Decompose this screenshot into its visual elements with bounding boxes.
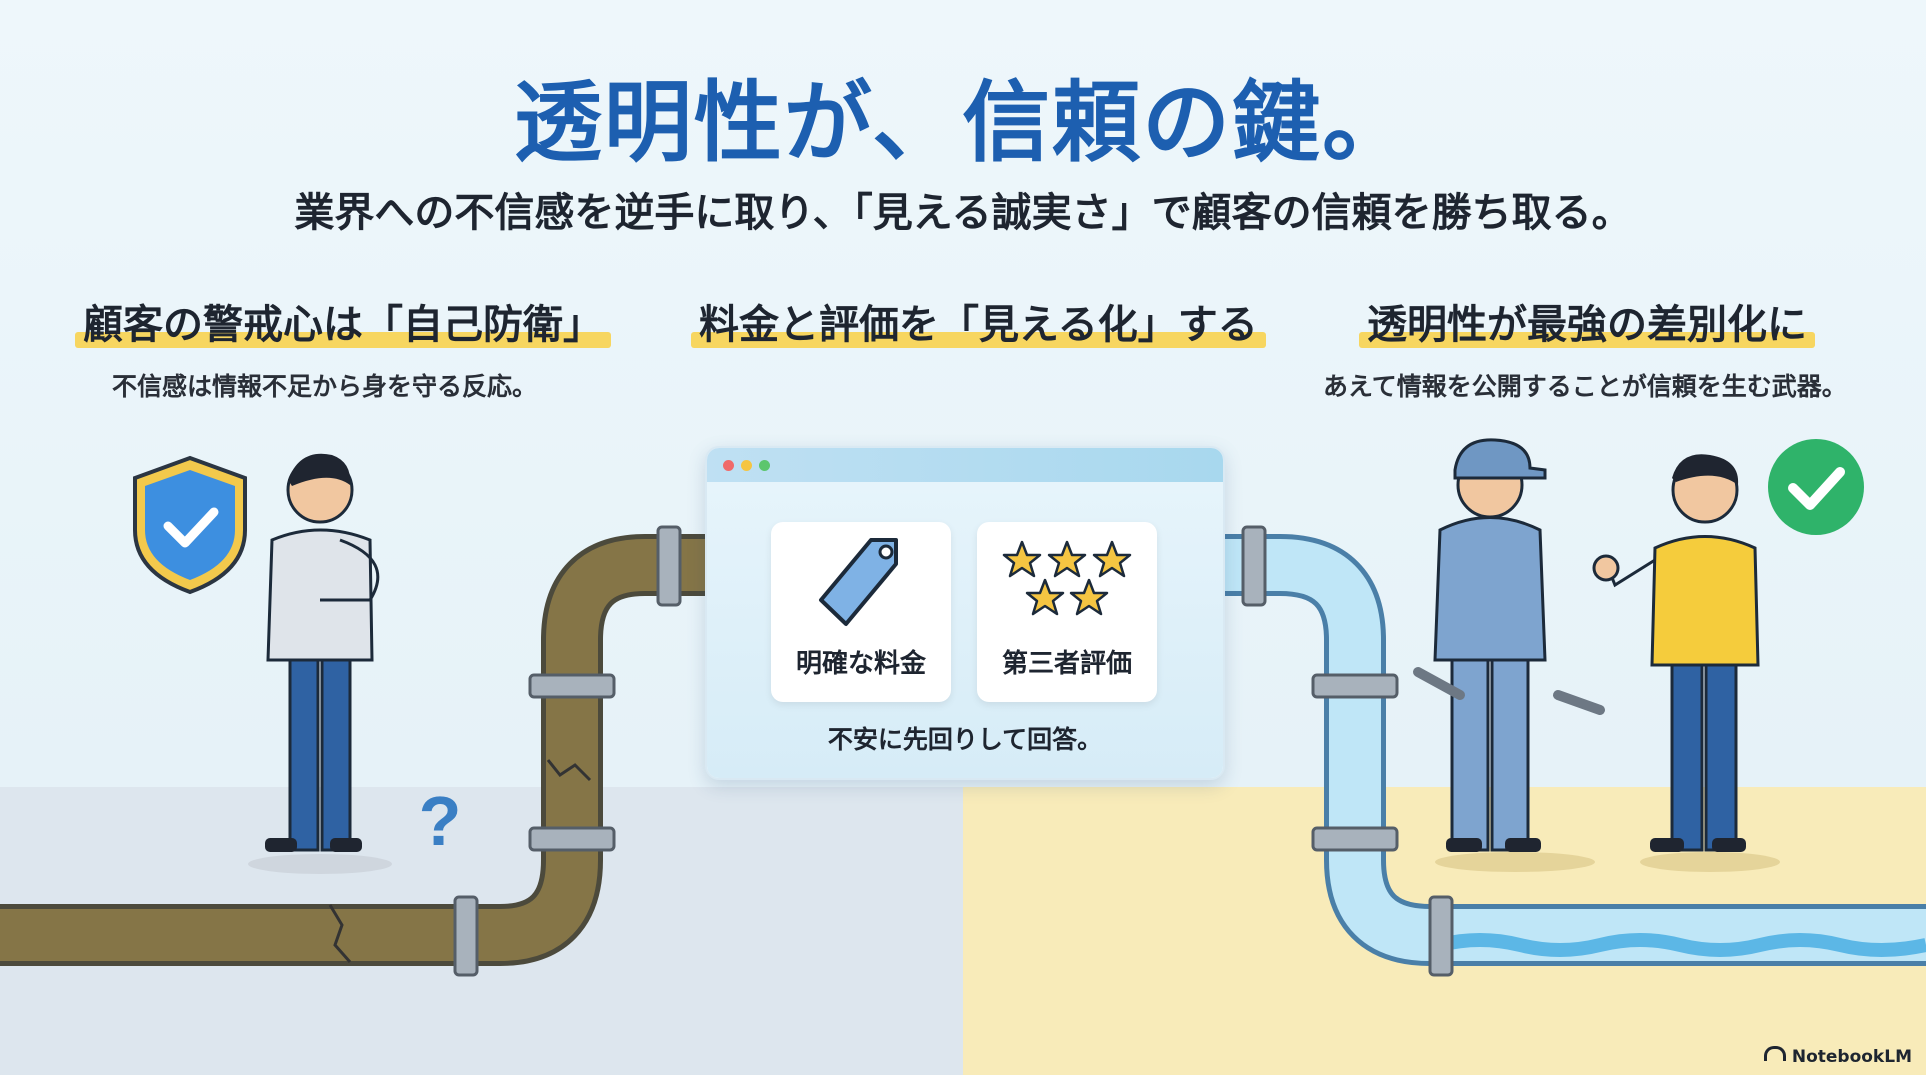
pipe-joint: [1241, 525, 1267, 607]
worried-customer-figure: [248, 453, 392, 874]
pipe-joint: [528, 673, 616, 699]
stars-icon: [1002, 540, 1132, 616]
price-tag-icon: [819, 538, 898, 626]
satisfied-customer-figure: [1592, 454, 1780, 872]
rusty-pipe: [0, 525, 705, 977]
pipe-joint: [1428, 895, 1454, 977]
transparency-panel: 明確な料金 第三者評価 不安に先回りして回答。: [705, 446, 1225, 780]
question-mark-icon: ?: [419, 782, 462, 860]
panel-titlebar: [707, 448, 1223, 482]
water-flow: [1438, 933, 1926, 957]
pipe-joint: [656, 525, 682, 607]
watermark-text: NotebookLM: [1791, 1047, 1912, 1067]
pipe-joint: [528, 826, 616, 852]
card-third-party-review: 第三者評価: [977, 522, 1157, 702]
plumber-figure: [1413, 438, 1605, 872]
page-subtitle: 業界への不信感を逆手に取り、「見える誠実さ」で顧客の信頼を勝ち取る。: [294, 190, 1632, 236]
wrench-icon: [1413, 667, 1465, 700]
window-dot-yellow: [741, 460, 752, 471]
pipe-joint: [453, 895, 479, 977]
pipe-crack: [328, 904, 352, 963]
card-label: 明確な料金: [795, 649, 926, 679]
shield-icon: [133, 455, 247, 595]
pipe-joint: [1311, 673, 1399, 699]
desc-differentiation: あえて情報を公開することが信頼を生む武器。: [1323, 372, 1847, 401]
panel-footer-text: 不安に先回りして回答。: [827, 725, 1103, 754]
heading-highlight: [75, 332, 611, 348]
heading-text: 顧客の警戒心は「自己防衛」: [83, 302, 603, 348]
pipe-joint: [1311, 826, 1399, 852]
panel-body: 明確な料金 第三者評価 不安に先回りして回答。: [707, 482, 1223, 778]
heading-text: 料金と評価を「見える化」する: [699, 302, 1258, 348]
desc-customer-caution: 不信感は情報不足から身を守る反応。: [112, 372, 538, 401]
card-clear-pricing: 明確な料金: [771, 522, 951, 702]
card-label: 第三者評価: [1001, 649, 1132, 679]
window-dot-red: [723, 460, 734, 471]
pipe-crack: [546, 759, 592, 782]
heading-highlight: [1359, 332, 1815, 348]
heading-differentiation: 透明性が最強の差別化に: [1359, 292, 1815, 350]
thumbs-up-icon: [1592, 554, 1620, 582]
heading-visualize: 料金と評価を「見える化」する: [691, 292, 1266, 350]
notebooklm-logo-icon: [1763, 1046, 1786, 1061]
heading-highlight: [691, 332, 1266, 348]
check-circle-icon: [1768, 439, 1864, 535]
heading-customer-caution: 顧客の警戒心は「自己防衛」: [75, 292, 611, 350]
clean-pipe: [1221, 525, 1926, 977]
heading-text: 透明性が最強の差別化に: [1367, 302, 1807, 348]
window-dot-green: [759, 460, 770, 471]
notebooklm-watermark: NotebookLM: [1763, 1046, 1912, 1067]
wrench-icon: [1553, 690, 1605, 715]
page-title: 透明性が、信頼の鍵。: [513, 71, 1413, 174]
